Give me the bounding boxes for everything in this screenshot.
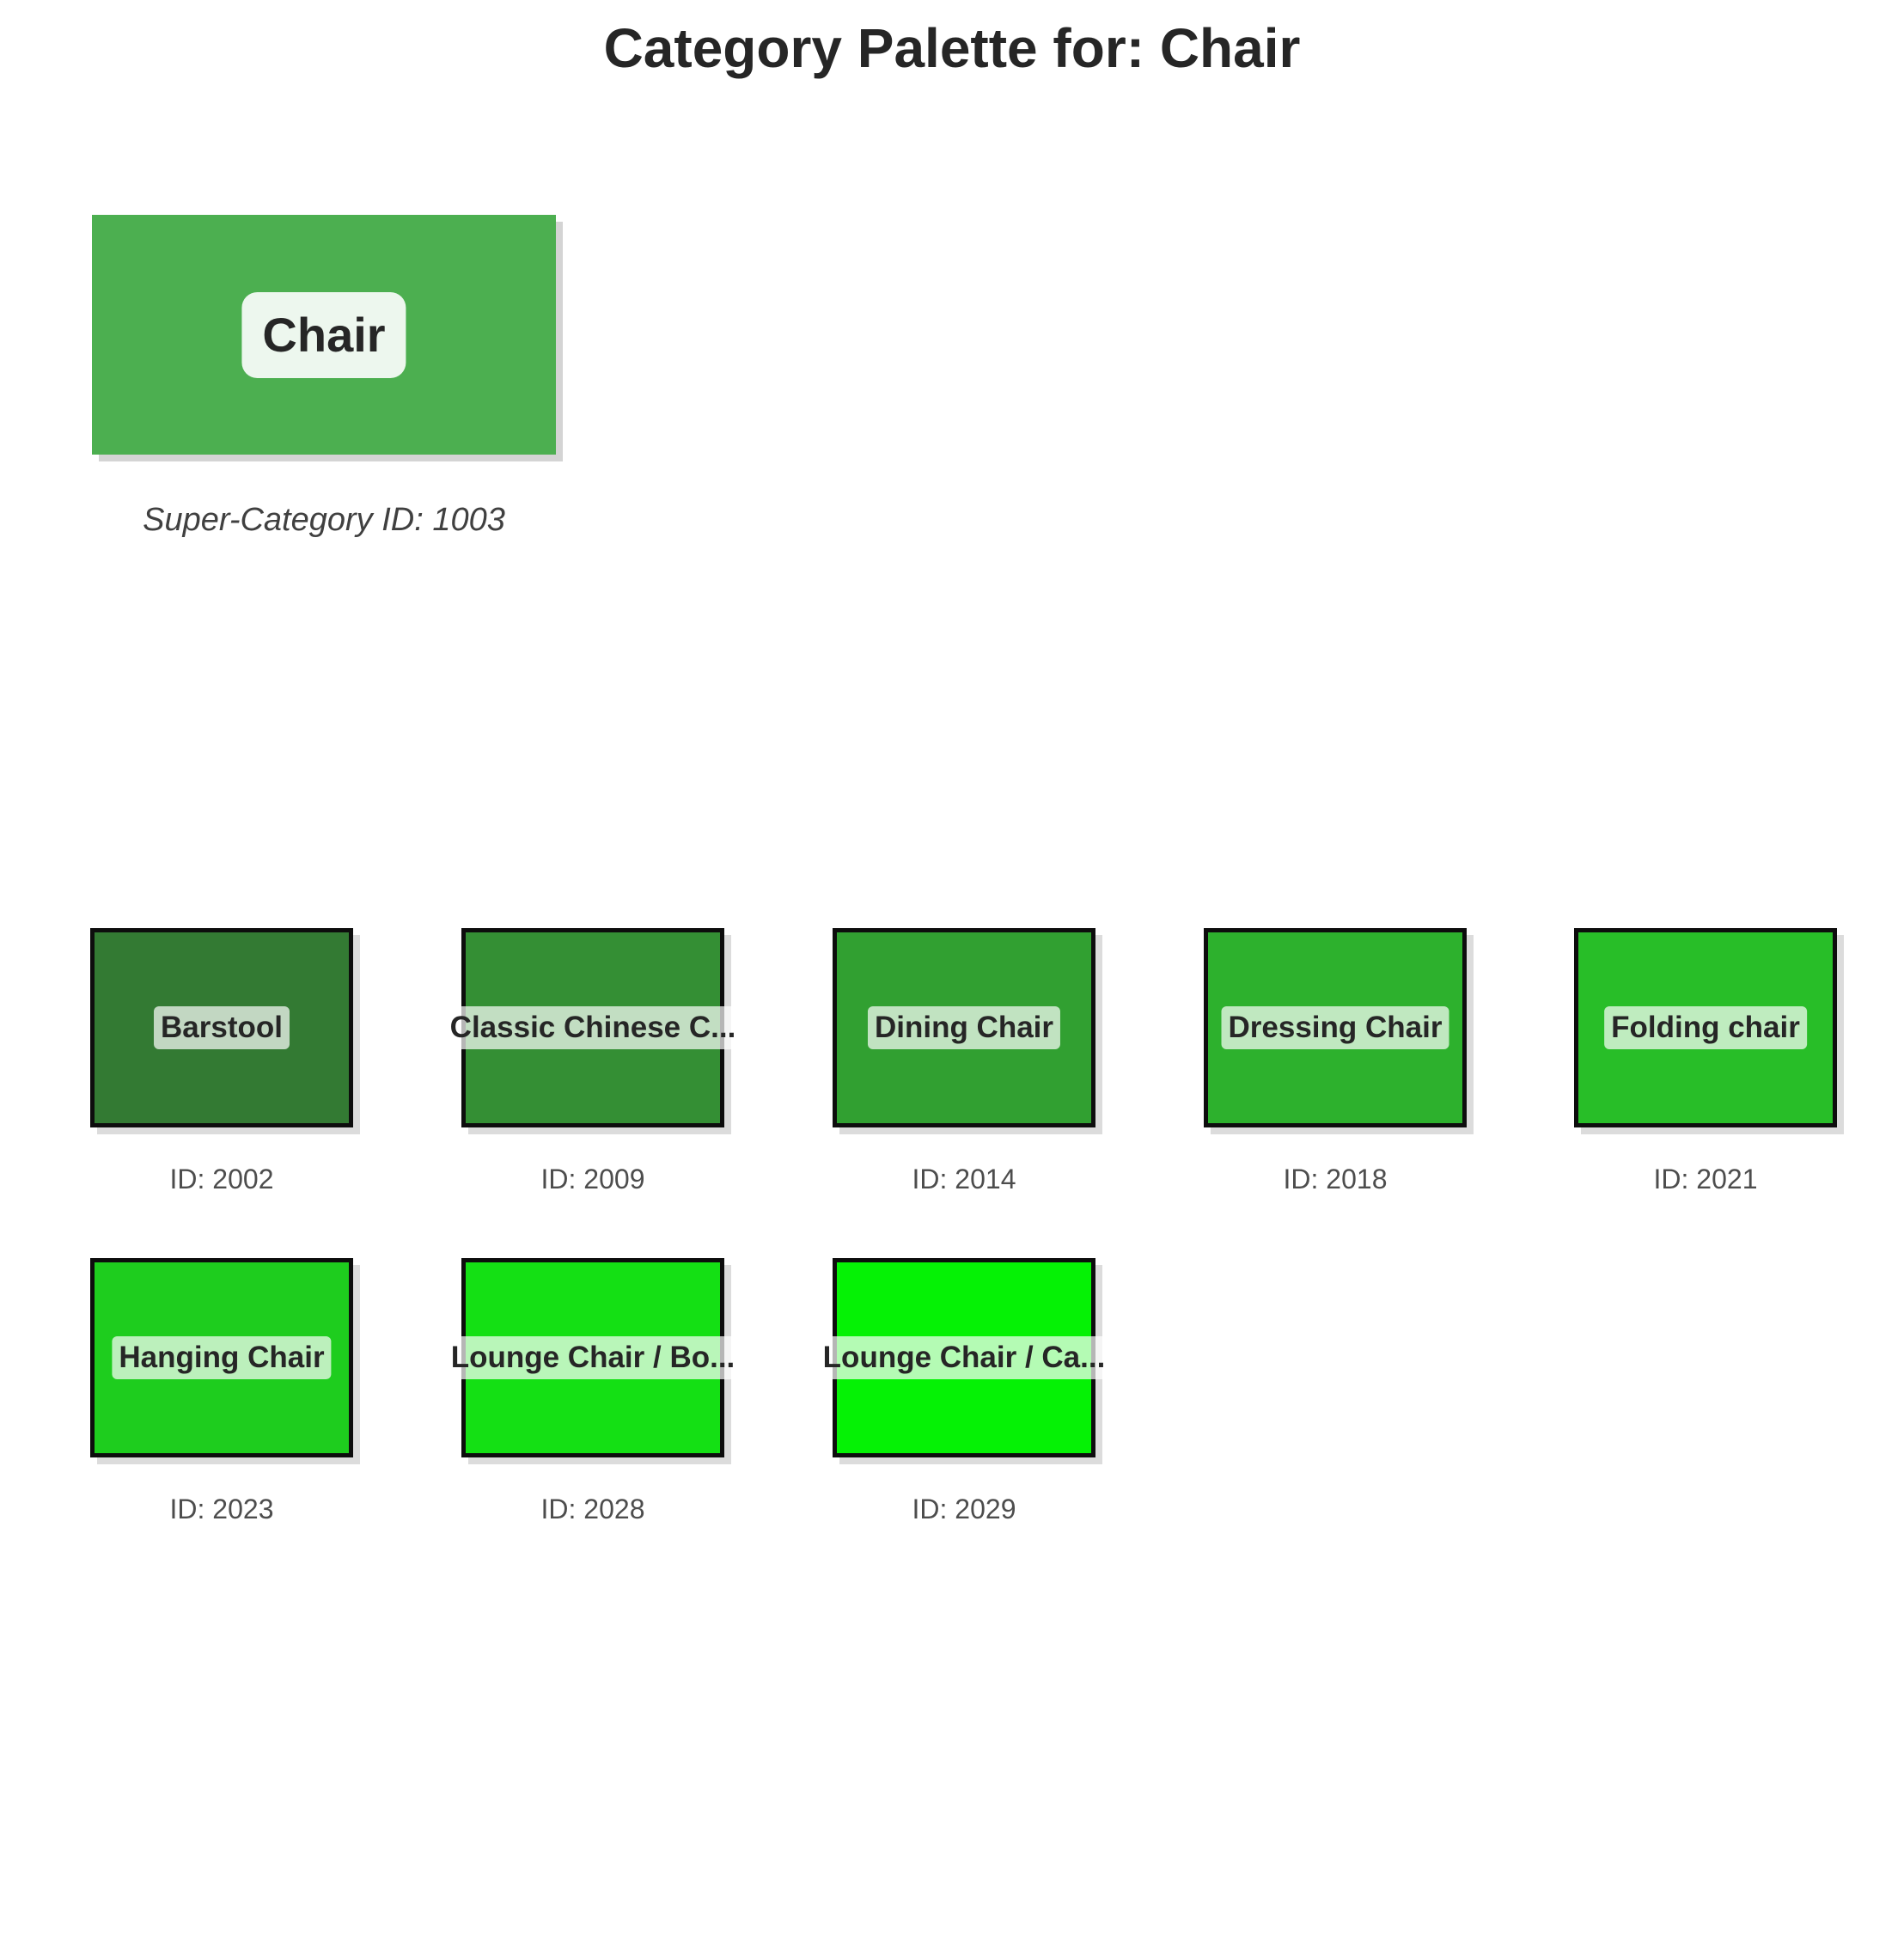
sub-category-swatch: Lounge Chair / Ca... xyxy=(815,1258,1113,1457)
super-category-swatch: Chair xyxy=(92,215,556,455)
sub-category-item: Dressing Chair ID: 2018 xyxy=(1114,928,1492,1229)
sub-category-id: ID: 2029 xyxy=(912,1494,1016,1524)
sub-category-swatch: Lounge Chair / Bo... xyxy=(443,1258,742,1457)
sub-category-swatch: Folding chair xyxy=(1574,928,1837,1127)
sub-category-item: Lounge Chair / Ca... ID: 2029 xyxy=(742,1258,1120,1559)
sub-category-label: Hanging Chair xyxy=(112,1336,332,1379)
super-category-label: Chair xyxy=(241,291,406,378)
sub-category-label: Barstool xyxy=(154,1006,290,1049)
sub-category-id: ID: 2021 xyxy=(1653,1164,1758,1194)
sub-category-id: ID: 2009 xyxy=(540,1164,645,1194)
sub-category-label: Dressing Chair xyxy=(1221,1006,1449,1049)
sub-category-id: ID: 2023 xyxy=(169,1494,274,1524)
sub-category-item: Hanging Chair ID: 2023 xyxy=(0,1258,378,1559)
sub-category-swatch: Hanging Chair xyxy=(90,1258,353,1457)
sub-category-id: ID: 2018 xyxy=(1283,1164,1388,1194)
sub-category-item: Barstool ID: 2002 xyxy=(0,928,378,1229)
sub-category-label: Classic Chinese C... xyxy=(442,1006,743,1049)
sub-category-id: ID: 2014 xyxy=(912,1164,1016,1194)
sub-category-id: ID: 2002 xyxy=(169,1164,274,1194)
sub-category-label: Folding chair xyxy=(1604,1006,1807,1049)
sub-category-swatch: Dining Chair xyxy=(833,928,1095,1127)
sub-category-swatch: Classic Chinese C... xyxy=(442,928,743,1127)
sub-category-item: Dining Chair ID: 2014 xyxy=(742,928,1120,1229)
sub-category-swatch: Dressing Chair xyxy=(1204,928,1467,1127)
sub-category-label: Lounge Chair / Ca... xyxy=(815,1336,1113,1379)
sub-category-item: Lounge Chair / Bo... ID: 2028 xyxy=(371,1258,749,1559)
sub-category-label: Lounge Chair / Bo... xyxy=(443,1336,742,1379)
sub-category-id: ID: 2028 xyxy=(540,1494,645,1524)
sub-category-swatch: Barstool xyxy=(90,928,353,1127)
sub-category-item: Classic Chinese C... ID: 2009 xyxy=(371,928,749,1229)
page-title: Category Palette for: Chair xyxy=(603,17,1301,79)
sub-category-label: Dining Chair xyxy=(867,1006,1061,1049)
super-category-id: Super-Category ID: 1003 xyxy=(143,502,505,538)
sub-category-item: Folding chair ID: 2021 xyxy=(1484,928,1862,1229)
